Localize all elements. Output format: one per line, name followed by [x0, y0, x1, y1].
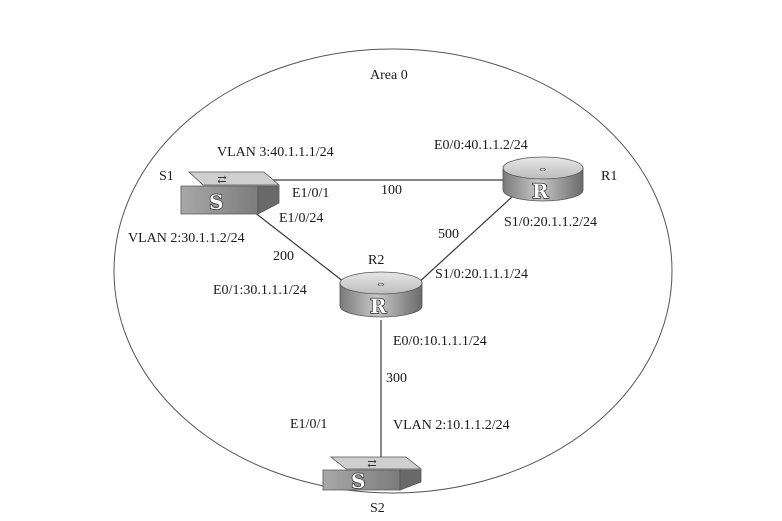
switch-icon: ⇄: [367, 458, 376, 470]
switch-s2-letter: S: [351, 469, 365, 493]
switch-s1-top: [187, 171, 281, 186]
iface-s2-e101: E1/0/1: [290, 417, 327, 432]
area-label: Area 0: [370, 68, 408, 83]
iface-s2-vlan2: VLAN 2:10.1.1.2/24: [393, 418, 510, 433]
router-icon: ⇔: [538, 163, 549, 175]
link-cost-s1-r1: 100: [381, 183, 402, 198]
switch-s1-side: [257, 185, 280, 215]
router-r2: ⇔ R: [339, 271, 423, 319]
router-r1-letter: R: [532, 179, 549, 203]
iface-r2-s10: S1/0:20.1.1.1/24: [435, 267, 528, 282]
link-r1-r2: [416, 195, 514, 285]
router-r2-top: [339, 271, 423, 295]
router-r2-name: R2: [368, 253, 384, 268]
iface-r1-e00: E0/0:40.1.1.2/24: [434, 138, 528, 153]
iface-s1-e101: E1/0/1: [292, 186, 329, 201]
router-r2-letter: R: [370, 294, 387, 318]
link-cost-r2-s2: 300: [386, 371, 407, 386]
switch-s2-side: [399, 469, 422, 491]
router-r1: ⇔ R: [502, 156, 584, 204]
router-r1-top: [502, 156, 584, 180]
links: [253, 179, 514, 466]
switch-s2: ⇄ S: [322, 456, 423, 494]
switch-icon: ⇄: [217, 174, 226, 186]
switch-s1-letter: S: [209, 190, 223, 214]
switch-s1: ⇄ S: [180, 171, 281, 215]
router-icon: ⇔: [376, 278, 387, 290]
router-r1-name: R1: [601, 169, 617, 184]
link-cost-r1-r2: 500: [438, 227, 459, 242]
iface-r2-e00: E0/0:10.1.1.1/24: [393, 334, 487, 349]
switch-s2-name: S2: [370, 501, 385, 516]
area-boundary: [113, 48, 673, 494]
switch-s1-name: S1: [159, 169, 174, 184]
switch-s2-top: [329, 456, 423, 470]
link-cost-s1-r2: 200: [273, 249, 294, 264]
iface-r2-e01: E0/1:30.1.1.1/24: [213, 283, 307, 298]
link-s1-r2: [253, 211, 345, 283]
iface-r1-s10: S1/0:20.1.1.2/24: [504, 215, 597, 230]
iface-s1-vlan2: VLAN 2:30.1.1.2/24: [128, 231, 245, 246]
iface-s1-vlan3: VLAN 3:40.1.1.1/24: [217, 145, 334, 160]
iface-s1-e1024: E1/0/24: [279, 211, 323, 226]
